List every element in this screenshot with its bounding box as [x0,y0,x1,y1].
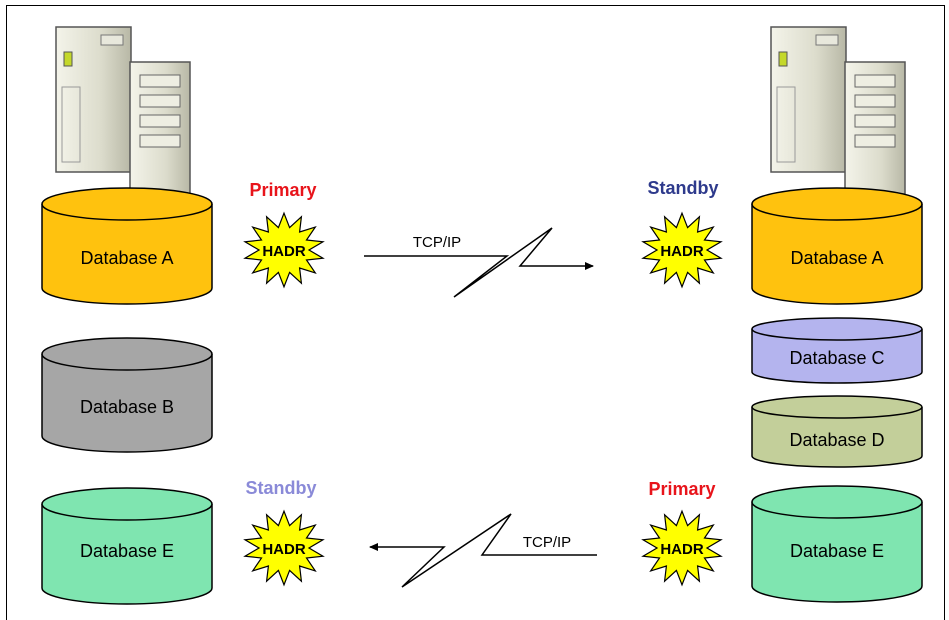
role-label-standby-left: Standby [245,478,316,498]
hadr-label: HADR [262,541,305,558]
tcpip-label-bottom: TCP/IP [523,534,571,551]
database-e-left: Database E [41,487,213,605]
hadr-starburst-left-top: HADR [243,211,325,289]
role-label-standby-right: Standby [647,178,718,198]
diagram-frame [6,5,945,620]
database-e-right: Database E [751,485,923,603]
hadr-label: HADR [262,243,305,260]
database-a-left: Database A [41,187,213,305]
tcpip-label-top: TCP/IP [413,234,461,251]
database-e-right-label: Database E [790,541,884,561]
database-b-left: Database B [41,337,213,453]
hadr-label: HADR [660,243,703,260]
role-label-primary-right: Primary [648,479,715,499]
server-icon-right [770,26,906,195]
database-a-left-label: Database A [80,248,173,268]
tcpip-link-top: TCP/IP [364,227,594,298]
tcpip-link-bottom: TCP/IP [369,513,597,588]
role-label-primary-left: Primary [249,180,316,200]
server-icon-left [55,26,191,195]
database-a-right: Database A [751,187,923,305]
hadr-starburst-left-bottom: HADR [243,509,325,587]
database-c-right-label: Database C [789,348,884,368]
hadr-starburst-right-bottom: HADR [641,509,723,587]
database-d-right: Database D [751,395,923,468]
database-b-left-label: Database B [80,397,174,417]
database-a-right-label: Database A [790,248,883,268]
database-e-left-label: Database E [80,541,174,561]
database-d-right-label: Database D [789,430,884,450]
hadr-label: HADR [660,541,703,558]
database-c-right: Database C [751,317,923,384]
hadr-starburst-right-top: HADR [641,211,723,289]
